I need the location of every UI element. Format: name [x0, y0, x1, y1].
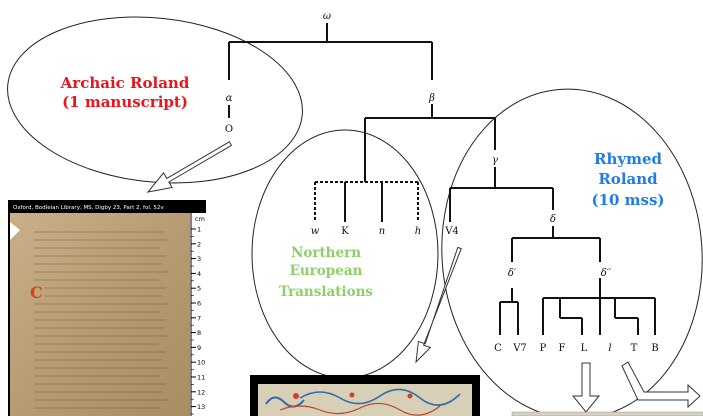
node-L: L	[581, 343, 588, 354]
ruler-tick-label: 5	[197, 285, 201, 293]
arrow-to-v4-manuscript	[415, 246, 462, 364]
rhymed-label-line2: Roland	[598, 170, 658, 188]
stemma-lines	[228, 23, 656, 335]
manuscript-initial: C	[30, 283, 43, 302]
ruler-tick-label: 9	[197, 344, 201, 352]
arrow-to-l-manuscript	[571, 362, 601, 413]
node-B: B	[651, 343, 658, 354]
arrow-to-oxford-manuscript	[146, 141, 233, 193]
archaic-group-ellipse	[7, 16, 303, 184]
ruler-tick-label: 6	[197, 300, 201, 308]
node-K: K	[341, 226, 349, 237]
manuscript-caption: Oxford, Bodleian Library, MS. Digby 23, …	[13, 205, 164, 211]
archaic-label-line2: (1 manuscript)	[62, 93, 188, 111]
node-P: P	[540, 343, 547, 354]
node-V7: V7	[512, 343, 527, 354]
ruler-tick-label: 13	[197, 403, 205, 411]
ruler-tick-label: 12	[197, 388, 205, 396]
node-F: F	[559, 343, 566, 354]
node-T: T	[631, 343, 638, 354]
node-delta-double-prime: δ′′	[601, 268, 612, 279]
node-beta: β	[428, 93, 435, 104]
ruler-unit: cm	[195, 215, 205, 223]
ruler-tick-label: 8	[197, 329, 201, 337]
node-O: O	[225, 124, 233, 135]
ruler-tick-label: 2	[197, 240, 201, 248]
manuscript-ruler	[190, 213, 206, 416]
ruler-tick-label: 1	[197, 226, 201, 234]
archaic-label-line1: Archaic Roland	[60, 74, 190, 92]
v4-manuscript-image	[250, 375, 480, 416]
node-h: h	[415, 226, 421, 237]
rhymed-label-line1: Rhymed	[594, 150, 663, 168]
node-delta-prime: δ′	[508, 268, 517, 279]
northern-label-line1: Northern	[291, 245, 361, 261]
arrow-to-t-manuscript	[621, 361, 701, 409]
ruler-tick-label: 4	[197, 270, 201, 278]
node-n: n	[379, 226, 385, 237]
node-l: l	[608, 343, 611, 354]
ruler-tick-label: 7	[197, 314, 201, 322]
node-alpha: α	[226, 93, 233, 104]
node-omega: ω	[323, 11, 331, 22]
rhymed-label-line3: (10 mss)	[591, 191, 664, 209]
ruler-tick-label: 10	[197, 359, 205, 367]
l-manuscript-image-edge	[511, 411, 703, 416]
node-w: w	[311, 226, 320, 237]
node-C: C	[494, 343, 502, 354]
node-V4: V4	[444, 226, 459, 237]
manuscript-text-lines	[34, 231, 168, 409]
node-delta: δ	[550, 214, 556, 225]
oxford-manuscript-image: Oxford, Bodleian Library, MS. Digby 23, …	[8, 200, 206, 416]
ruler-tick-label: 3	[197, 255, 201, 263]
northern-label-line2: European	[290, 263, 363, 279]
node-gamma: γ	[492, 155, 498, 166]
northern-label-line3: Translations	[279, 284, 373, 300]
ruler-tick-label: 11	[197, 374, 205, 382]
rhymed-group-ellipse	[441, 88, 703, 416]
